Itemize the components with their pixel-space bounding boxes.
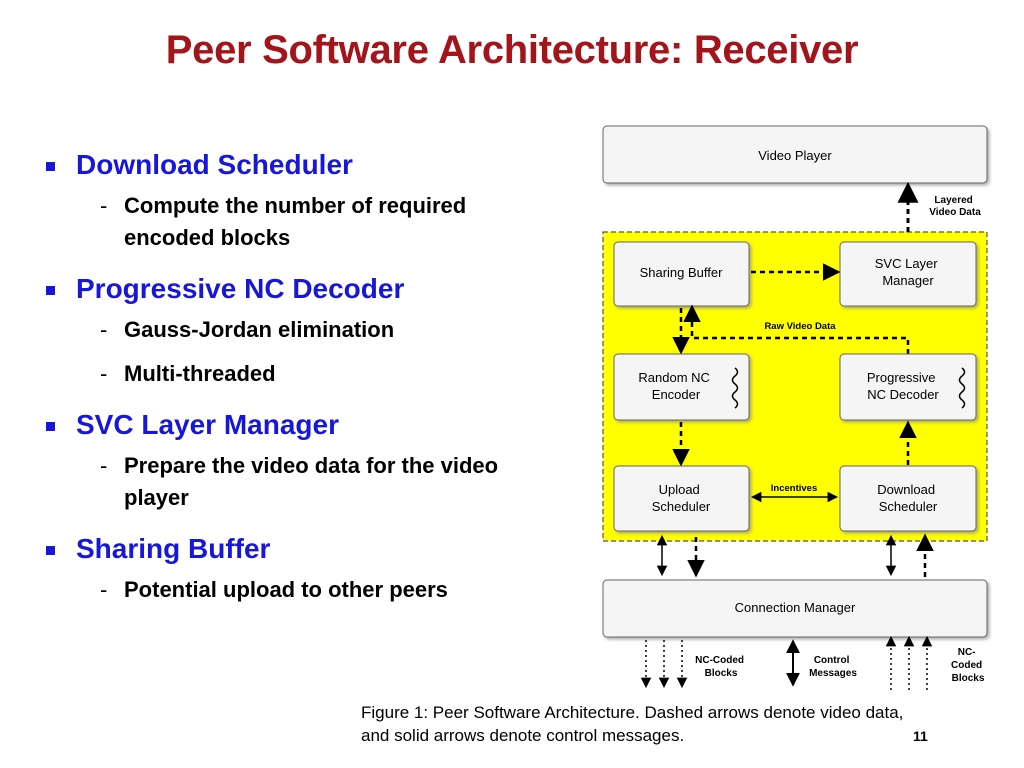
video-player-label: Video Player (758, 148, 832, 163)
upload-scheduler-box (613, 465, 750, 532)
sharing-buffer-box (613, 241, 750, 307)
left-blocks-line2: Blocks (705, 668, 738, 679)
bullet-label: Sharing Buffer (76, 533, 271, 564)
encoder-label-line1: Random NC (638, 370, 710, 385)
bullet-square-icon (46, 161, 55, 171)
download-label-line2: Scheduler (879, 499, 938, 514)
layered-label-line2: Video Data (929, 207, 981, 218)
decoder-label-line2: NC Decoder (867, 387, 939, 402)
connection-manager-box (602, 579, 988, 638)
page-number: 11 (913, 728, 928, 744)
bullet-label: Progressive NC Decoder (76, 273, 405, 304)
layered-label-line1: Layered (934, 195, 972, 206)
slide-title: Peer Software Architecture: Receiver (165, 28, 859, 72)
raw-video-data-label: Raw Video Data (764, 321, 836, 332)
bullet-label: Download Scheduler (76, 149, 353, 180)
right-blocks-line1: NC- (958, 647, 976, 658)
dash-icon: - (100, 577, 108, 602)
decoder-label-line1: Progressive (867, 370, 936, 385)
sub-bullet-text: Compute the number of required encoded b… (124, 193, 467, 250)
raw-video-data-path (683, 304, 910, 354)
left-blocks-line1: NC-Coded (695, 655, 744, 666)
sub-bullet-text: Gauss-Jordan elimination (124, 317, 395, 342)
bullet-square-icon (46, 285, 55, 295)
right-blocks-line2: Coded (951, 660, 982, 671)
dash-icon: - (100, 317, 108, 342)
svc-label-line1: SVC Layer (875, 256, 939, 271)
dash-icon: - (100, 361, 108, 386)
bullet-sharing-buffer: Sharing Buffer (46, 530, 576, 568)
encoder-thread-squiggle-icon (731, 367, 739, 409)
encoder-label-line2: Encoder (652, 387, 701, 402)
sub-bullet: - Multi-threaded (100, 358, 576, 390)
download-scheduler-box (839, 465, 977, 532)
control-messages-label: Control Messages (809, 655, 857, 679)
progressive-nc-decoder-label: Progressive NC Decoder (867, 370, 940, 402)
download-label-line1: Download (877, 482, 935, 497)
svc-label-line2: Manager (882, 273, 934, 288)
random-nc-encoder-box (613, 353, 750, 421)
upload-label-line2: Scheduler (652, 499, 711, 514)
incentives-label: Incentives (771, 483, 817, 494)
sub-bullet-text: Multi-threaded (124, 361, 276, 386)
progressive-nc-decoder-box (839, 353, 977, 421)
caption-line2: and solid arrows denote control messages… (361, 726, 685, 745)
dash-icon: - (100, 453, 108, 478)
sub-bullet-text: Prepare the video data for the video pla… (124, 453, 499, 510)
random-nc-encoder-label: Random NC Encoder (638, 370, 713, 402)
svc-layer-manager-label: SVC Layer Manager (875, 256, 942, 288)
upload-label-line1: Upload (659, 482, 700, 497)
sub-bullet: - Compute the number of required encoded… (100, 190, 576, 254)
sub-bullet: - Gauss-Jordan elimination (100, 314, 576, 346)
control-line1: Control (814, 655, 850, 666)
decoder-thread-squiggle-icon (958, 367, 966, 409)
bullet-download-scheduler: Download Scheduler (46, 146, 576, 184)
caption-line1: Figure 1: Peer Software Architecture. Da… (361, 703, 904, 722)
bullet-label: SVC Layer Manager (76, 409, 339, 440)
sub-bullet: - Prepare the video data for the video p… (100, 450, 576, 514)
bullet-square-icon (46, 421, 55, 431)
upload-scheduler-label: Upload Scheduler (652, 482, 711, 514)
sub-bullet: - Potential upload to other peers (100, 574, 576, 606)
sub-bullet-text: Potential upload to other peers (124, 577, 448, 602)
right-blocks-line3: Blocks (952, 673, 985, 684)
sharing-buffer-label: Sharing Buffer (640, 265, 724, 280)
video-player-box (602, 125, 988, 184)
layered-video-data-label: Layered Video Data (929, 195, 981, 218)
bullet-square-icon (46, 545, 55, 555)
figure-caption: Figure 1: Peer Software Architecture. Da… (361, 701, 1011, 747)
bullet-progressive-nc-decoder: Progressive NC Decoder (46, 270, 576, 308)
control-line2: Messages (809, 668, 857, 679)
nc-coded-blocks-right-label: NC- Coded Blocks (951, 647, 985, 684)
bullet-svc-layer-manager: SVC Layer Manager (46, 406, 576, 444)
dash-icon: - (100, 193, 108, 218)
download-scheduler-label: Download Scheduler (877, 482, 938, 514)
nc-coded-blocks-left-label: NC-Coded Blocks (695, 655, 747, 679)
connection-manager-label: Connection Manager (735, 600, 856, 615)
